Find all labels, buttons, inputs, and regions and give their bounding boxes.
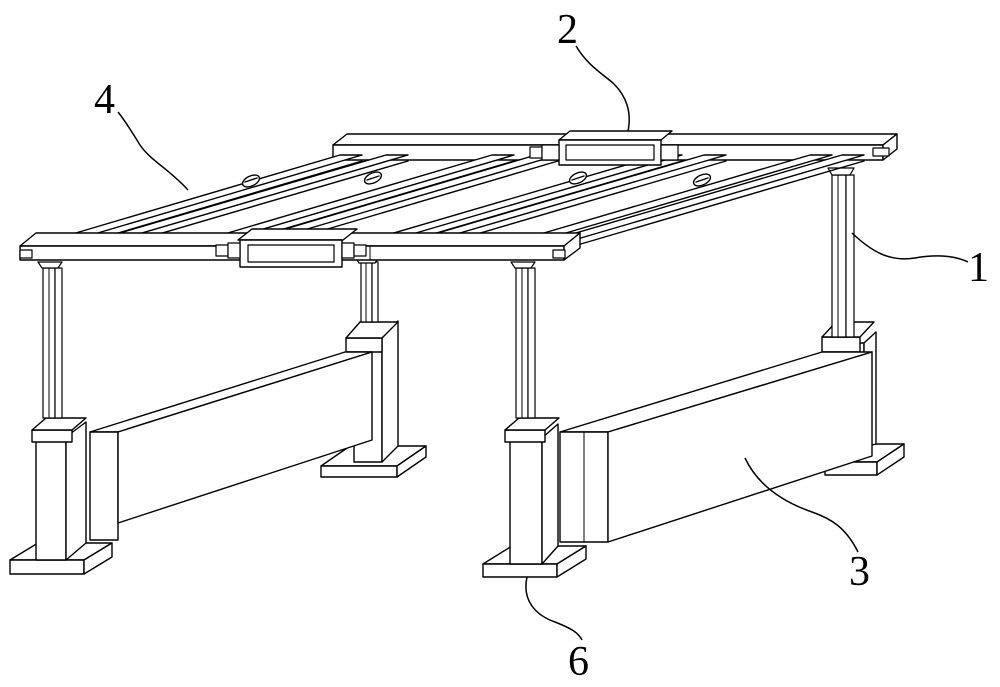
leader-4 xyxy=(117,111,189,191)
connector-rear xyxy=(529,130,679,166)
callout-labels: 1 2 3 4 6 xyxy=(94,7,989,685)
slats-right xyxy=(369,154,865,247)
leader-1 xyxy=(851,232,969,263)
connector-front xyxy=(215,228,367,268)
leader-3 xyxy=(744,457,859,553)
callout-4: 4 xyxy=(94,77,115,123)
slat-clamps xyxy=(241,171,712,188)
post-caps xyxy=(37,167,855,269)
beam-right xyxy=(559,351,873,543)
callout-2: 2 xyxy=(557,7,578,53)
beam-left xyxy=(89,351,373,541)
post-front-left xyxy=(31,267,87,561)
leader-lines xyxy=(117,45,969,641)
callout-6: 6 xyxy=(568,639,589,685)
post-front-right xyxy=(504,267,560,565)
foot-plate-rear-left xyxy=(320,445,427,478)
callout-3: 3 xyxy=(849,549,870,595)
leader-2 xyxy=(575,45,630,132)
callout-1: 1 xyxy=(968,245,989,291)
leader-6 xyxy=(525,576,583,641)
